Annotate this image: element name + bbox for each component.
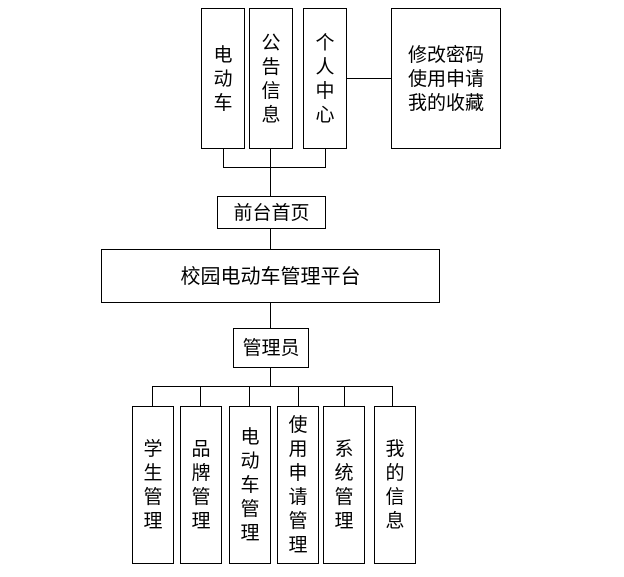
front-module-label: 公告信息 (261, 31, 281, 126)
connector-line (223, 148, 224, 167)
admin-module-my-info: 我的信息 (374, 406, 416, 564)
platform-title: 校园电动车管理平台 (180, 264, 361, 288)
admin-module-label: 我的信息 (385, 438, 405, 532)
connector-line (270, 367, 271, 386)
front-module-label: 个人中心 (315, 31, 335, 126)
admin-module-applications: 使用申请管理 (277, 406, 319, 564)
connector-line (249, 386, 250, 407)
connector-line (345, 78, 391, 79)
admin-module-label: 使用申请管理 (288, 414, 308, 556)
submodule-label: 我的收藏 (407, 91, 484, 114)
connector-line (270, 228, 271, 250)
admin-module-students: 学生管理 (132, 406, 174, 564)
personal-center-submodules: 修改密码 使用申请 我的收藏 (391, 8, 501, 149)
front-module-announcements: 公告信息 (249, 8, 293, 149)
connector-line (223, 167, 326, 168)
admin-label: 管理员 (242, 337, 300, 359)
admin-module-brands: 品牌管理 (180, 406, 222, 564)
connector-line (152, 386, 393, 387)
connector-line (200, 386, 201, 407)
admin-module-label: 系统管理 (334, 438, 354, 532)
admin-module-label: 品牌管理 (191, 438, 211, 532)
front-home-label: 前台首页 (233, 201, 310, 224)
admin-module-ev: 电动车管理 (229, 406, 271, 564)
connector-line (344, 386, 345, 407)
submodule-label: 修改密码 (407, 43, 484, 66)
front-home-box: 前台首页 (217, 196, 326, 229)
platform-box: 校园电动车管理平台 (101, 249, 440, 303)
admin-module-system: 系统管理 (323, 406, 365, 564)
front-module-label: 电动车 (213, 43, 233, 114)
admin-box: 管理员 (233, 328, 309, 368)
connector-line (325, 148, 326, 167)
submodule-label: 使用申请 (407, 67, 484, 90)
connector-line (270, 302, 271, 329)
connector-line (152, 386, 153, 407)
front-module-ev: 电动车 (201, 8, 245, 149)
connector-line (298, 386, 299, 407)
connector-line (392, 386, 393, 407)
connector-line (270, 148, 271, 197)
front-module-personal-center: 个人中心 (303, 8, 347, 149)
admin-module-label: 电动车管理 (240, 426, 260, 544)
admin-module-label: 学生管理 (143, 438, 163, 532)
